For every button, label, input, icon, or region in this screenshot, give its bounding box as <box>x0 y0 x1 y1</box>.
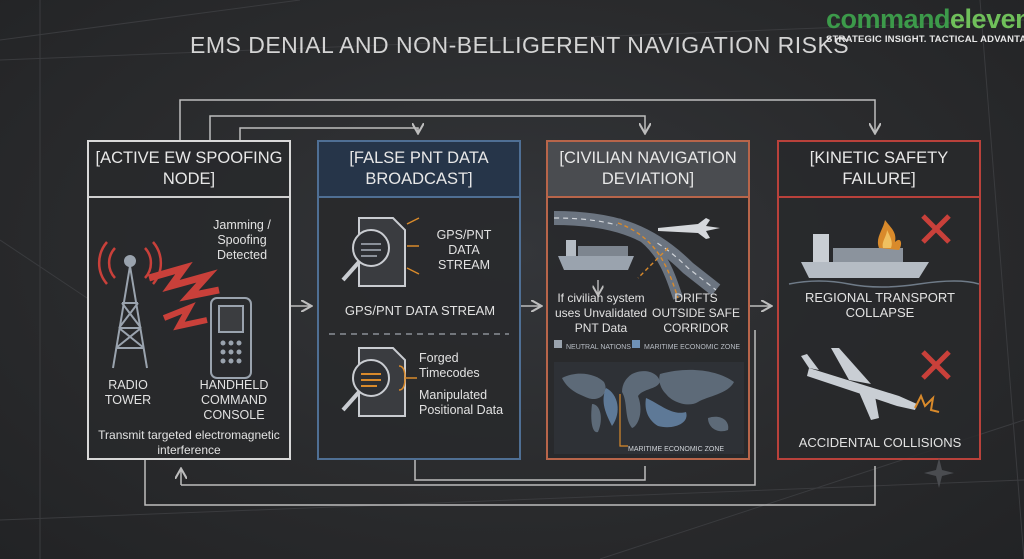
jamming-alert-label: Jamming / Spoofing Detected <box>213 218 271 262</box>
spoofing-node-illustration <box>97 241 252 379</box>
legend-maritime-zone: MARITIME ECONOMIC ZONE <box>644 344 741 351</box>
handheld-console-label: HANDHELD COMMAND CONSOLE <box>199 378 269 422</box>
transport-collapse-label: REGIONAL TRANSPORT COLLAPSE <box>804 290 955 320</box>
brand-name-part1: command <box>826 4 951 34</box>
brand-tagline: STRATEGIC INSIGHT. TACTICAL ADVANTAGE. <box>826 34 1024 45</box>
interference-bolt-icon <box>148 261 220 302</box>
safety-failure-illustration <box>788 214 979 420</box>
panel-kinetic-safety-failure: [KINETIC SAFETY FAILURE] <box>777 140 981 460</box>
interference-caption: Transmit targeted electromagnetic interf… <box>98 428 280 457</box>
panel-heading: [ACTIVE EW SPOOFING NODE] <box>89 142 289 198</box>
drift-warning-label: DRIFTS OUTSIDE SAFE CORRIDOR <box>651 291 740 335</box>
burning-ship-icon <box>788 220 979 288</box>
map-maritime-zone-label: MARITIME ECONOMIC ZONE <box>628 446 725 453</box>
manipulated-data-label: Manipulated Positional Data <box>419 388 504 417</box>
gps-stream-label: GPS/PNT DATA STREAM <box>436 228 492 272</box>
panel-heading: [CIVILIAN NAVIGATION DEVIATION] <box>548 142 748 198</box>
legend-swatch-maritime <box>632 340 640 348</box>
crashing-airplane-icon <box>801 348 917 420</box>
legend-neutral-nations: NEUTRAL NATIONS <box>566 344 631 351</box>
radio-tower-label: RADIO TOWER <box>104 378 152 407</box>
unvalidated-data-condition: If civilian system uses Unvalidated PNT … <box>554 291 648 335</box>
cargo-ship-icon <box>558 240 634 270</box>
page-title: EMS DENIAL AND NON-BELLIGERENT NAVIGATIO… <box>190 32 850 58</box>
brand-name-part2: eleven <box>950 4 1024 34</box>
gps-stream-caption: GPS/PNT DATA STREAM <box>344 303 496 318</box>
sparkle-icon <box>924 458 954 488</box>
panel-false-pnt-data-broadcast: [FALSE PNT DATA BROADCAST] <box>317 140 521 460</box>
panel-heading: [FALSE PNT DATA BROADCAST] <box>319 142 519 198</box>
panel-civilian-navigation-deviation: [CIVILIAN NAVIGATION DEVIATION] <box>546 140 750 460</box>
legend-swatch-neutral <box>554 340 562 348</box>
panel-heading: [KINETIC SAFETY FAILURE] <box>779 142 979 198</box>
close-icon <box>921 214 951 244</box>
radio-tower-icon <box>97 241 163 369</box>
brand-name: commandeleven <box>826 4 1024 34</box>
collisions-label: ACCIDENTAL COLLISIONS <box>798 435 962 450</box>
navigation-deviation-illustration <box>553 211 744 454</box>
panel-active-ew-spoofing-node: [ACTIVE EW SPOOFING NODE] <box>87 140 291 460</box>
document-magnifier-icon <box>341 217 406 287</box>
airplane-icon <box>658 218 720 239</box>
close-icon <box>921 350 951 380</box>
handheld-console-icon <box>210 297 252 379</box>
brand-logo: commandeleven STRATEGIC INSIGHT. TACTICA… <box>826 4 1024 45</box>
forged-timecodes-label: Forged Timecodes <box>419 351 480 380</box>
pnt-broadcast-illustration <box>329 217 509 417</box>
document-magnifier-icon <box>341 347 406 417</box>
